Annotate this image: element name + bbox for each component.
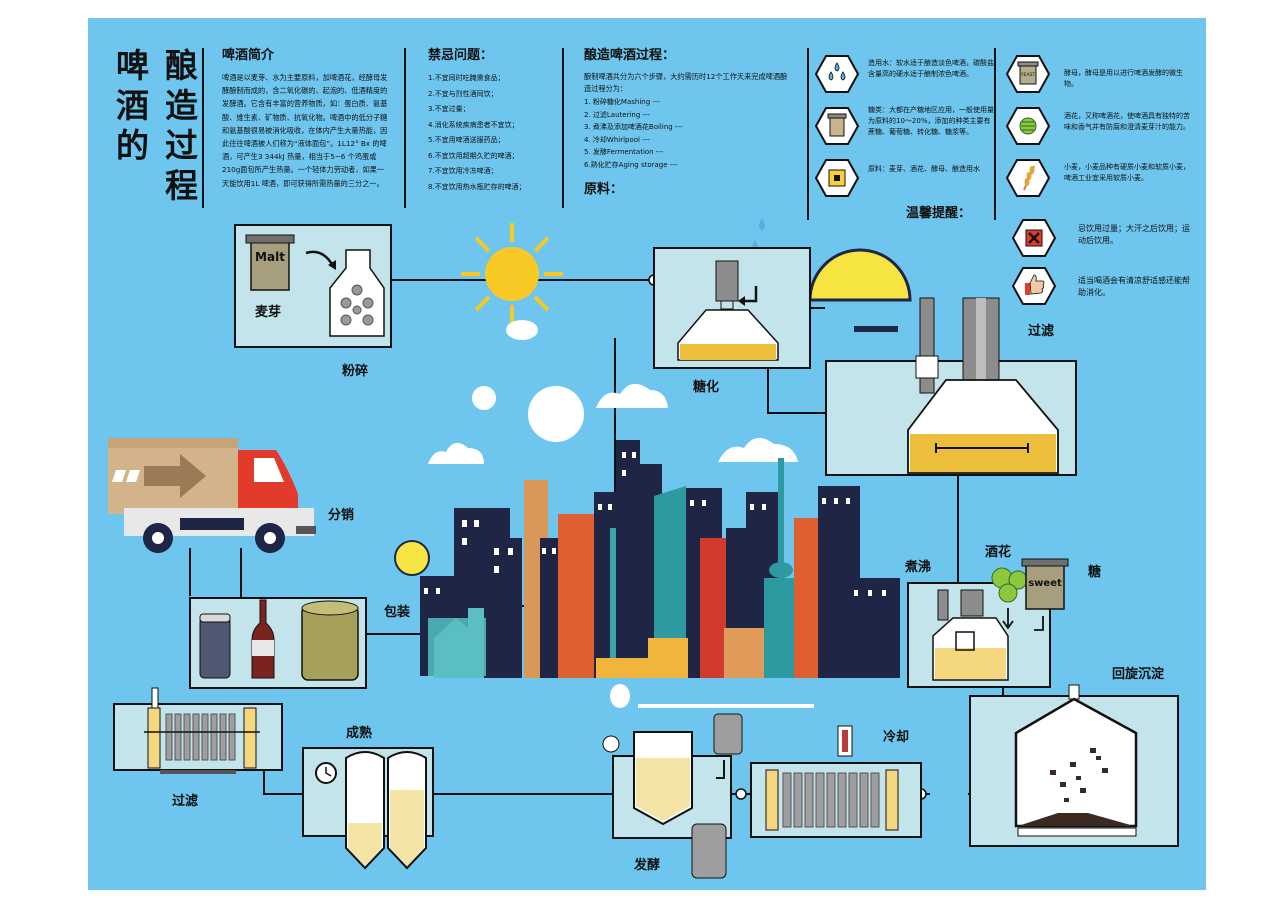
process-step: 1. 粉碎糖化Mashing ---: [584, 98, 660, 106]
ingredient-text-wheat: 小麦，小麦品种有硬质小麦和软质小麦，啤酒工业宜采用软质小麦。: [1064, 163, 1190, 182]
label-mash: 糖化: [693, 380, 720, 395]
process-step: 2. 过滤Lautering ---: [584, 110, 651, 119]
title-char: 酿: [165, 46, 198, 85]
raw-material-icon: [815, 159, 859, 197]
ingredient-text-hops: 酒花，又称啤酒花，使啤酒具有独特的苦味和香气并有防腐和澄清麦芽汁的能力。: [1064, 112, 1190, 131]
filter-press: [113, 687, 283, 774]
reminder-icons: [1012, 219, 1056, 305]
process-intro: 酿制啤酒共分为六个步骤，大约需历时12个工作天来完成啤酒酿造过程分为：: [584, 72, 788, 93]
cooling-panel: [750, 725, 922, 838]
divider: [404, 48, 406, 208]
label-filter: 过滤: [172, 794, 199, 809]
taboo-item: 4.消化系统疾病患者不宜饮；: [428, 120, 519, 129]
taboo-heading: 禁忌问题：: [428, 48, 494, 63]
sweet-sack-label: sweet: [1028, 578, 1062, 589]
process-step: 4. 冷却Whirlpool ---: [584, 135, 650, 144]
label-distribution: 分销: [328, 508, 355, 523]
ferment-panel: [602, 713, 743, 879]
mash-panel: [653, 247, 811, 369]
label-crush: 粉碎: [342, 364, 369, 379]
half-sun-shape: [808, 248, 912, 302]
sugar-sack-icon: sweet: [1021, 558, 1069, 610]
ingredient-icons-right: YEAST: [1006, 55, 1050, 197]
process-heading: 酿造啤酒过程：: [584, 48, 676, 63]
city-skyline: [420, 440, 900, 678]
title-char: 酒: [116, 86, 149, 125]
no-drink-icon: [1012, 219, 1056, 257]
ingredient-icons-left: [815, 55, 859, 197]
title-char: 的: [116, 126, 149, 165]
taboo-item: 5.不宜用啤酒送服药品；: [428, 136, 505, 144]
ingredient-text-raw: 原料：麦芽、酒花、酵母、酿造用水: [868, 165, 980, 173]
hops-icon: [1006, 107, 1050, 145]
title-col-left: 啤 酒 的: [116, 46, 156, 166]
intro-body: 啤酒是以麦芽、水为主要原料，加啤酒花，经酵母发酵酿制而成的，含二氧化碳的、起泡的…: [222, 73, 388, 188]
taboo-item: 1.不宜同时吃腌熏食品；: [428, 74, 505, 82]
taboo-list: 1.不宜同时吃腌熏食品； 2.不宜与烈性酒同饮； 3.不宜过量； 4.消化系统疾…: [428, 71, 568, 195]
taboo-item: 3.不宜过量；: [428, 105, 470, 113]
title-char: 过: [165, 126, 198, 165]
taboo-item: 7.不宜饮用冷冻啤酒；: [428, 167, 498, 175]
label-packaging: 包装: [384, 605, 411, 620]
divider: [807, 48, 809, 220]
label-hops: 酒花: [985, 545, 1012, 560]
title-char: 程: [165, 166, 198, 205]
intro-heading: 啤酒简介: [222, 48, 275, 63]
process-steps: 1. 粉碎糖化Mashing --- 2. 过滤Lautering --- 3.…: [584, 96, 794, 171]
process-illustration: Malt: [108, 218, 1179, 879]
yeast-sack-label: YEAST: [1020, 72, 1036, 78]
process-step: 5. 发酵Fermentation ---: [584, 148, 664, 156]
label-mature: 成熟: [346, 726, 373, 741]
taboo-item: 6.不宜饮用超期久贮的啤酒；: [428, 151, 519, 160]
mature-panel: [302, 747, 434, 870]
label-ferment: 发酵: [634, 858, 661, 873]
label-malt: 麦芽: [255, 305, 282, 320]
label-whirlpool: 回旋沉淀: [1112, 667, 1165, 682]
materials-heading: 原料：: [584, 182, 624, 197]
sugar-sack-icon: [815, 107, 859, 145]
clouds: [428, 383, 814, 708]
boil-panel: sweet: [907, 558, 1069, 688]
yeast-sack-icon: YEAST: [1006, 55, 1050, 93]
divider: [562, 48, 564, 208]
divider: [202, 48, 204, 208]
packaging-panel: [189, 597, 367, 689]
process-step: 6.熟化贮存Aging storage ---: [584, 160, 678, 169]
label-boil: 煮沸: [905, 560, 932, 575]
poster-board: 酿 造 过 程 啤 酒 的 啤酒简介 啤酒是以麦芽、水为主要原料，加啤酒花，经酵…: [88, 18, 1206, 890]
taboo-item: 8.不宜饮用热水瓶贮存的啤酒；: [428, 182, 526, 191]
delivery-truck-icon: [108, 438, 316, 553]
whirlpool-panel: [969, 684, 1179, 847]
title-col-right: 酿 造 过 程: [165, 46, 205, 206]
divider: [994, 48, 996, 220]
thumbs-up-icon: [1012, 267, 1056, 305]
reminder-heading: 温馨提醒：: [906, 206, 972, 221]
label-lauter: 过滤: [1028, 324, 1055, 339]
title-char: 啤: [116, 46, 149, 85]
dash-shape: [854, 326, 898, 332]
label-cooling: 冷却: [883, 730, 910, 745]
process-section: 酿造啤酒过程： 酿制啤酒共分为六个步骤，大约需历时12个工作天来完成啤酒酿造过程…: [584, 44, 794, 171]
malt-sack-label: Malt: [255, 250, 285, 264]
malt-crush-panel: Malt: [234, 224, 392, 348]
reminder-text-2: 适当喝酒会有清凉舒适感还能帮助消化。: [1078, 276, 1190, 297]
hops-icon: [991, 567, 1028, 603]
ingredient-text-yeast: 酵母，酵母是用以进行啤酒发酵的微生物。: [1064, 69, 1183, 88]
water-drops-icon: [815, 55, 859, 93]
intro-section: 啤酒简介 啤酒是以麦芽、水为主要原料，加啤酒花，经酵母发酵酿制而成的，含二氧化碳…: [222, 44, 390, 190]
sun-icon: [461, 223, 563, 340]
small-sun-shape: [394, 540, 430, 576]
process-step: 3. 煮沸及添加啤酒花Boiling ---: [584, 123, 683, 131]
reminder-text-1: 忌饮用过量；大汗之后饮用；运动后饮用。: [1078, 224, 1190, 245]
taboo-item: 2.不宜与烈性酒同饮；: [428, 89, 498, 98]
title-char: 造: [165, 86, 198, 125]
ingredient-text-sugar: 糖类：大都在产糖地区应用，一般使用量为原料的10～20%，添加的种类主要有蔗糖、…: [868, 106, 994, 136]
wheat-icon: [1006, 159, 1050, 197]
label-sugar: 糖: [1088, 565, 1102, 580]
lauter-tun: [825, 297, 1077, 476]
ingredient-text-water: 造用水：软水适于酿造淡色啤酒，碳酸盐含量高的硬水适于酿制浓色啤酒。: [868, 59, 994, 78]
taboo-section: 禁忌问题： 1.不宜同时吃腌熏食品； 2.不宜与烈性酒同饮； 3.不宜过量； 4…: [428, 44, 568, 195]
